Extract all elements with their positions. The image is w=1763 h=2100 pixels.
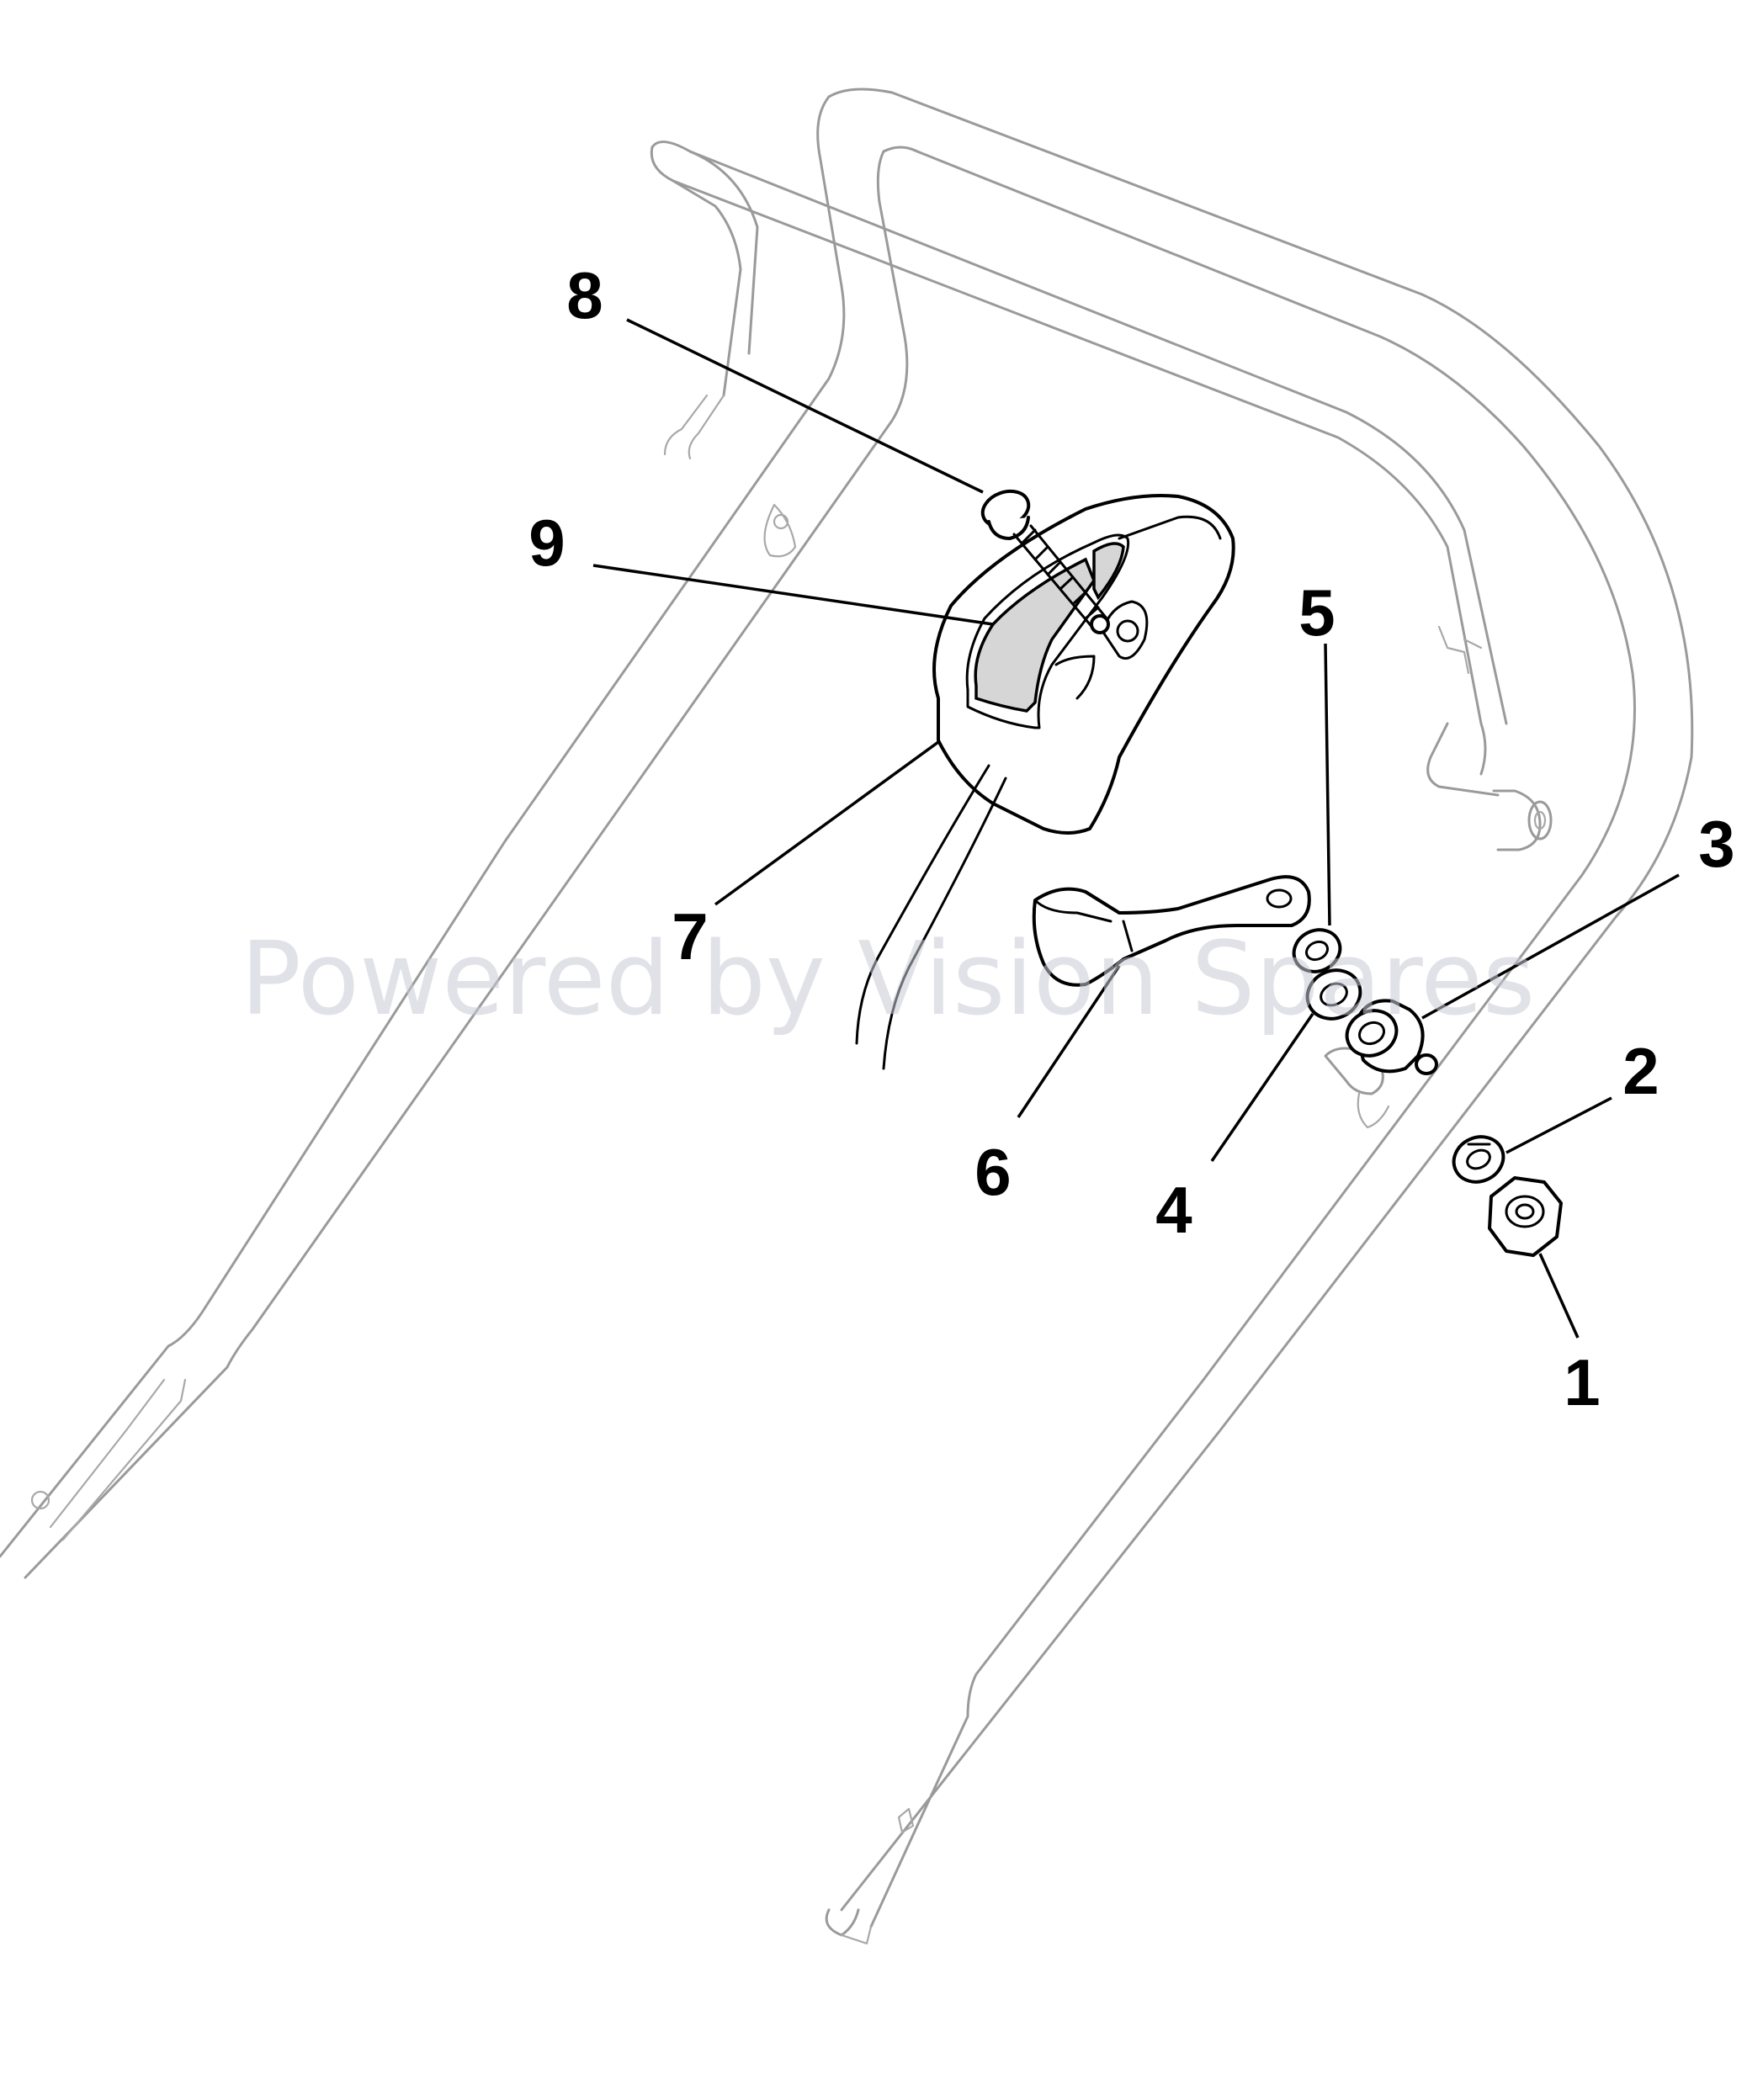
decal bbox=[974, 542, 1125, 713]
leader-3 bbox=[1421, 873, 1680, 1020]
lever bbox=[1032, 875, 1311, 987]
leader-lines bbox=[592, 318, 1680, 1339]
callout-2: 2 bbox=[1622, 1034, 1659, 1108]
flat-washer bbox=[1292, 928, 1342, 973]
leader-8 bbox=[626, 318, 984, 494]
wave-washer bbox=[1305, 968, 1362, 1021]
handle-frame bbox=[0, 88, 1694, 1945]
leader-6 bbox=[1017, 965, 1121, 1118]
bushing bbox=[1345, 999, 1438, 1075]
leader-7 bbox=[714, 740, 940, 906]
callout-labels: 8 9 5 3 7 2 6 4 1 bbox=[528, 258, 1734, 1419]
control-housing bbox=[855, 494, 1235, 1070]
callout-7: 7 bbox=[672, 899, 708, 973]
nut bbox=[1488, 1176, 1563, 1257]
callout-5: 5 bbox=[1298, 575, 1335, 650]
callout-6: 6 bbox=[974, 1135, 1011, 1209]
callout-1: 1 bbox=[1564, 1345, 1600, 1419]
leader-4 bbox=[1210, 1013, 1314, 1162]
callout-4: 4 bbox=[1155, 1173, 1192, 1247]
callout-3: 3 bbox=[1698, 807, 1734, 881]
washer bbox=[1452, 1135, 1505, 1184]
leader-9 bbox=[592, 564, 994, 626]
leader-1 bbox=[1538, 1253, 1580, 1339]
callout-9: 9 bbox=[528, 506, 565, 580]
watermark-text: Powered by Vision Spares bbox=[241, 921, 1536, 1038]
callout-8: 8 bbox=[566, 258, 603, 332]
leader-2 bbox=[1505, 1096, 1612, 1154]
screw bbox=[980, 489, 1110, 634]
leader-5 bbox=[1324, 643, 1331, 926]
